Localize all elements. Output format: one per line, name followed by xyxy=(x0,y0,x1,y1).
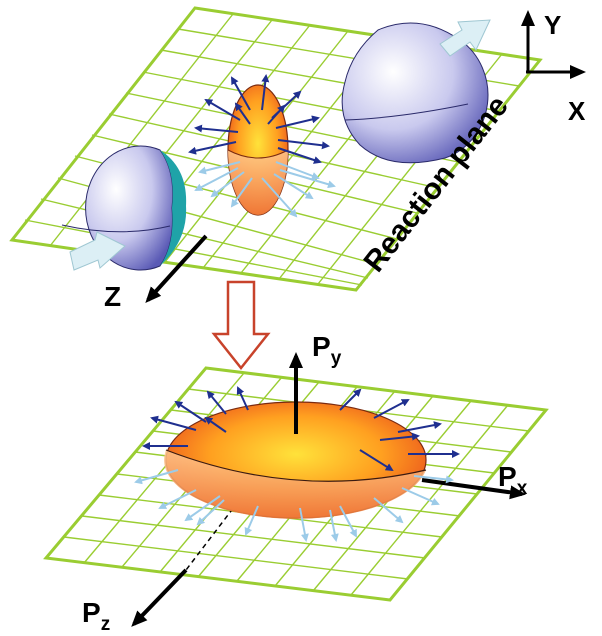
pz-axis-arrow xyxy=(131,568,188,627)
px-axis-label: Px xyxy=(498,461,528,499)
left-motion-arrow xyxy=(69,231,126,271)
px-axis-arrow xyxy=(421,478,526,500)
bottom-flow-arrows-upper xyxy=(142,386,460,472)
bottom-panel: Pz Py Px xyxy=(43,331,549,635)
ellipsoid-fireball xyxy=(164,401,427,519)
bottom-flow-arrows-lower xyxy=(134,469,454,542)
x-axis-label: X xyxy=(568,96,586,126)
top-flow-arrows-lower xyxy=(194,161,336,218)
top-flow-arrows-upper xyxy=(188,74,330,164)
py-axis-label: Py xyxy=(312,331,342,369)
right-nucleus xyxy=(341,19,491,164)
transition-arrow xyxy=(211,280,271,371)
right-motion-arrow xyxy=(439,19,491,57)
xy-axes: Y X xyxy=(521,10,586,126)
z-axis-label: Z xyxy=(104,281,121,312)
top-panel: Z Y X Reaction plane xyxy=(9,6,586,312)
pz-axis-dashed xyxy=(185,493,245,571)
y-axis-label: Y xyxy=(544,10,561,40)
pz-axis-label: Pz xyxy=(82,597,110,635)
left-nucleus xyxy=(61,145,187,271)
z-axis-arrow xyxy=(145,234,208,303)
